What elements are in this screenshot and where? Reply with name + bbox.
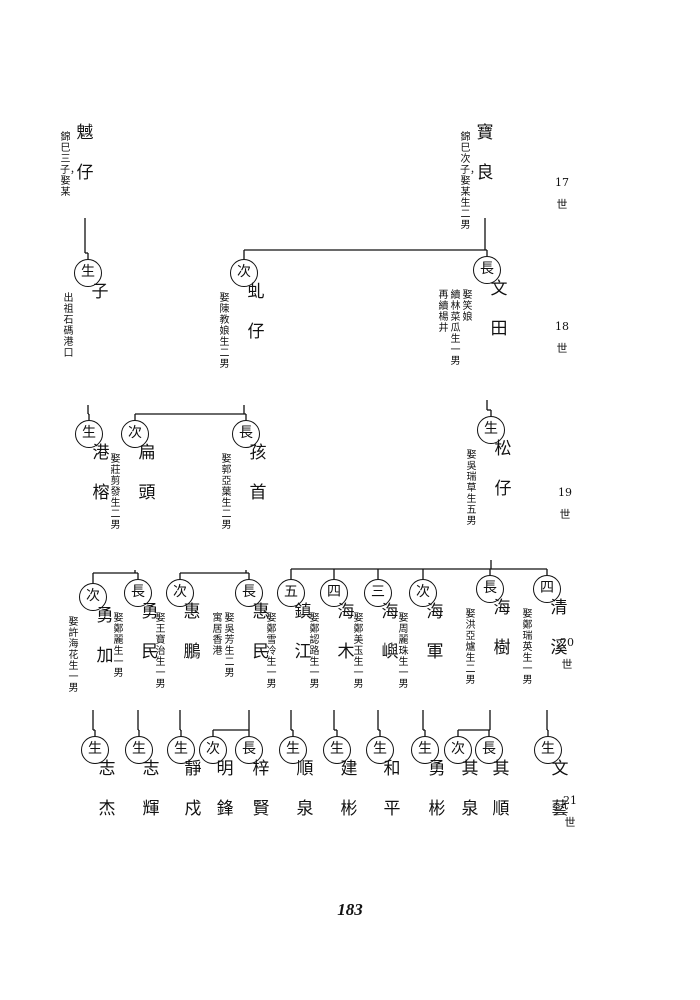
person-note-yongjia-0: 娶許海花生一男 — [68, 617, 79, 694]
person-note-wentian-1: 續林菜瓜生一男 — [450, 290, 461, 367]
person-name-qiuzai: 虬仔 — [247, 282, 265, 342]
role-badge-haishu: 長 — [476, 575, 504, 603]
person-note-qingxi-0: 娶鄭瑞英生一男 — [522, 609, 533, 686]
role-badge-gangrong: 生 — [75, 420, 103, 448]
role-badge-shunquan: 生 — [279, 736, 307, 764]
role-badge-qiuzai: 次 — [230, 259, 258, 287]
person-name-huipeng: 惠鵬 — [183, 602, 201, 662]
generation-label-g18: 18 世 — [555, 320, 569, 355]
role-badge-haiyu: 三 — [364, 579, 392, 607]
role-badge-heping: 生 — [366, 736, 394, 764]
person-name-haimu: 海木 — [337, 602, 355, 662]
role-badge-biantou: 次 — [121, 420, 149, 448]
role-badge-zhijie: 生 — [81, 736, 109, 764]
role-badge-haimu: 四 — [320, 579, 348, 607]
person-note-songzai-0: 娶吳瑞草生五男 — [466, 450, 477, 527]
person-name-huimin: 惠民 — [252, 602, 270, 662]
generation-label-g17: 17 世 — [555, 176, 569, 211]
person-name-wenyi: 文藝 — [551, 759, 569, 819]
role-badge-zhihui: 生 — [125, 736, 153, 764]
role-badge-jingxu: 生 — [167, 736, 195, 764]
person-note-haishou-0: 娶郭亞葉生二男 — [221, 454, 232, 531]
role-badge-yongjia: 次 — [79, 583, 107, 611]
person-note-yongmin-0: 娶鄭麗生一男 — [113, 613, 124, 679]
person-name-songzai: 松仔 — [494, 439, 512, 499]
role-badge-yongbin: 生 — [411, 736, 439, 764]
person-name-shunquan: 順泉 — [296, 759, 314, 819]
person-note-yuzai-0: 錦巳三子，娶某 — [60, 132, 80, 198]
person-name-zi: 子 — [91, 282, 109, 302]
person-name-haishou: 孩首 — [249, 443, 267, 503]
role-badge-haijun: 次 — [409, 579, 437, 607]
role-badge-yongmin: 長 — [124, 579, 152, 607]
role-badge-mingfeng: 次 — [199, 736, 227, 764]
person-note-huimin-0: 娶吳芳生二男 — [224, 613, 235, 679]
role-badge-zi: 生 — [74, 259, 102, 287]
person-note-baoliang-0: 錦巳次子，娶某生二男 — [460, 132, 480, 231]
person-name-haiyu: 海嶼 — [381, 602, 399, 662]
role-badge-wenyi: 生 — [534, 736, 562, 764]
person-name-yongmin: 勇民 — [141, 602, 159, 662]
person-name-heping: 和平 — [383, 759, 401, 819]
person-name-wentian: 文田 — [490, 279, 508, 339]
person-note-haiyu-0: 娶鄭美玉生一男 — [353, 613, 364, 690]
role-badge-haishou: 長 — [232, 420, 260, 448]
person-name-jingxu: 靜戍 — [184, 759, 202, 819]
person-name-haishu: 海樹 — [493, 598, 511, 658]
person-note-huimin-1: 寓居香港 — [212, 613, 223, 657]
person-name-qishun: 其順 — [492, 759, 510, 819]
person-note-haimu-0: 娶鄭認路生一男 — [309, 613, 320, 690]
person-name-mingfeng: 明鋒 — [216, 759, 234, 819]
role-badge-qiquan: 次 — [444, 736, 472, 764]
person-note-haijun-0: 娶周麗珠生一男 — [398, 613, 409, 690]
person-note-qiuzai-0: 娶陳教娘生二男 — [219, 293, 230, 370]
person-name-haijun: 海軍 — [426, 602, 444, 662]
person-note-wentian-2: 再續楊井 — [438, 290, 449, 334]
generation-label-g20: 20 世 — [560, 636, 574, 671]
person-note-zi-0: 出祖石碼港口 — [63, 293, 74, 359]
person-note-zhenjiang-0: 娶鄭雪冷生一男 — [266, 613, 277, 690]
generation-label-g21: 21 世 — [563, 794, 577, 829]
person-name-jianbin: 建彬 — [340, 759, 358, 819]
person-name-zhijie: 志杰 — [98, 759, 116, 819]
person-name-zixian: 梓賢 — [252, 759, 270, 819]
person-name-biantou: 扁頭 — [138, 443, 156, 503]
person-note-huipeng-0: 娶王寶治生一男 — [155, 613, 166, 690]
person-name-gangrong: 港榕 — [92, 443, 110, 503]
person-name-yongbin: 勇彬 — [428, 759, 446, 819]
role-badge-qishun: 長 — [475, 736, 503, 764]
role-badge-zhenjiang: 五 — [277, 579, 305, 607]
generation-label-g19: 19 世 — [558, 486, 572, 521]
role-badge-huimin: 長 — [235, 579, 263, 607]
page-number: 183 — [337, 900, 363, 919]
person-note-wentian-0: 娶笑娘 — [462, 290, 473, 323]
role-badge-wentian: 長 — [473, 256, 501, 284]
person-name-zhenjiang: 鎮江 — [294, 602, 312, 662]
person-name-baoliang: 寶良 — [476, 123, 494, 183]
role-badge-huipeng: 次 — [166, 579, 194, 607]
person-name-qiquan: 其泉 — [461, 759, 479, 819]
role-badge-qingxi: 四 — [533, 575, 561, 603]
person-name-zhihui: 志輝 — [142, 759, 160, 819]
role-badge-zixian: 長 — [235, 736, 263, 764]
person-note-biantou-0: 娶莊剪發生二男 — [110, 454, 121, 531]
role-badge-songzai: 生 — [477, 416, 505, 444]
person-name-qingxi: 清溪 — [550, 598, 568, 658]
person-name-yuzai: 魊仔 — [76, 123, 94, 183]
person-name-yongjia: 勇加 — [96, 606, 114, 666]
person-note-haishu-0: 娶洪亞爐生二男 — [465, 609, 476, 686]
role-badge-jianbin: 生 — [323, 736, 351, 764]
